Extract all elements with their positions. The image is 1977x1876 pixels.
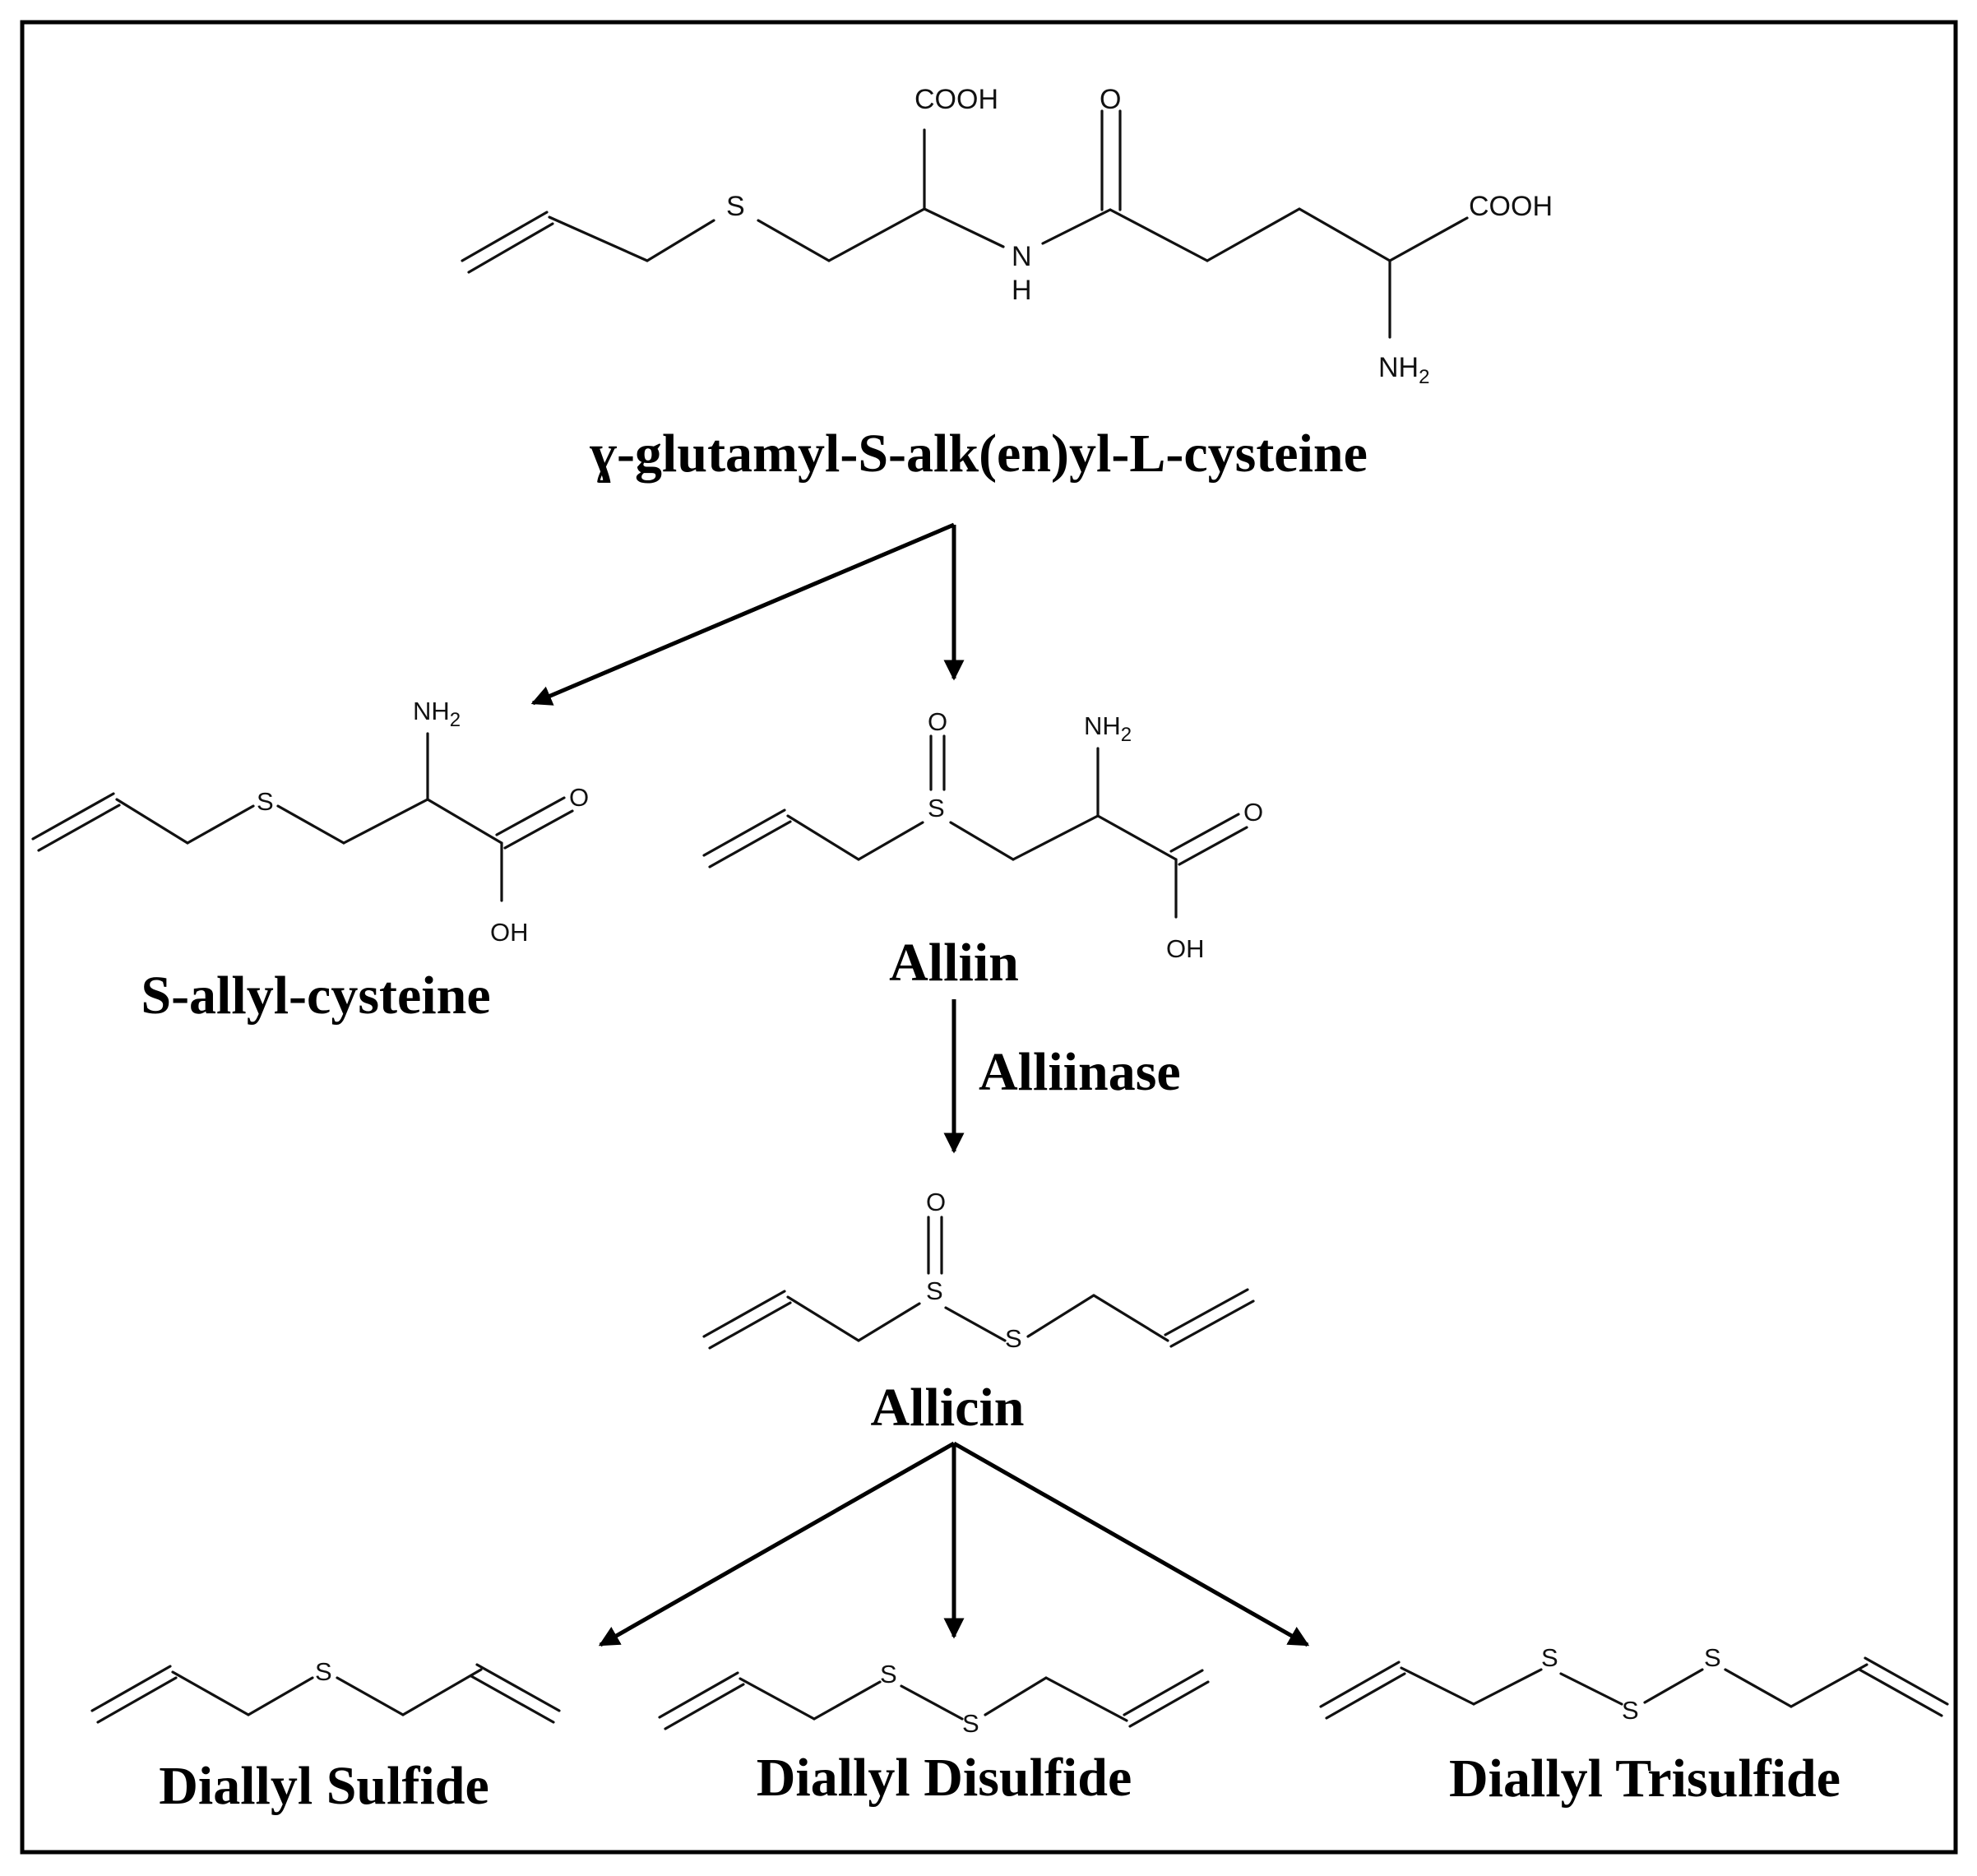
- allicin-structure: O S S: [702, 1188, 1255, 1353]
- s-allyl-cysteine-bonds: [31, 732, 574, 902]
- amine-label: NH2: [413, 697, 461, 731]
- arrow-to-s-allyl-cysteine: [530, 522, 955, 706]
- hydroxyl-label: OH: [490, 918, 529, 947]
- oxygen-label: O: [569, 783, 589, 812]
- alliin-bonds: [702, 734, 1248, 919]
- sulfur-label: S: [926, 1276, 943, 1305]
- s-allyl-cysteine-name: S-allyl-cysteine: [141, 966, 490, 1026]
- gamma-glutamyl-bonds: [461, 109, 1469, 339]
- diallyl-sulfide-name: Diallyl Sulfide: [159, 1756, 489, 1816]
- alliin-name: Alliin: [889, 933, 1019, 993]
- hydrogen-label: H: [1012, 275, 1032, 306]
- alliin-structure: O S NH2 O OH: [702, 707, 1263, 963]
- diallyl-disulfide-bonds: [658, 1669, 1210, 1730]
- cooh-label: COOH: [914, 84, 998, 115]
- s-allyl-cysteine-structure: NH2 S O OH: [31, 697, 589, 947]
- diallyl-sulfide-structure: S: [90, 1657, 561, 1724]
- oxygen-label: O: [1243, 798, 1263, 827]
- sulfur-label: S: [1005, 1324, 1022, 1353]
- sulfur-label: S: [928, 794, 945, 822]
- allicin-name: Allicin: [870, 1378, 1024, 1438]
- diallyl-sulfide-bonds: [90, 1663, 561, 1724]
- nitrogen-label: N: [1012, 241, 1032, 272]
- gamma-glutamyl-structure: COOH O S N H COOH NH2: [461, 84, 1553, 388]
- diallyl-disulfide-structure: S S: [658, 1660, 1210, 1738]
- allicin-bonds: [702, 1216, 1255, 1350]
- arrow-to-diallyl-sulfide: [598, 1441, 956, 1647]
- enzyme-alliinase-label: Alliinase: [979, 1042, 1181, 1102]
- diallyl-trisulfide-name: Diallyl Trisulfide: [1449, 1749, 1840, 1809]
- sulfur-label: S: [880, 1660, 897, 1688]
- sulfur-label: S: [1541, 1643, 1558, 1672]
- oxygen-label: O: [1100, 84, 1121, 115]
- sulfur-label: S: [726, 191, 745, 222]
- sulfur-label: S: [1622, 1696, 1639, 1725]
- sulfur-label: S: [962, 1709, 979, 1738]
- sulfur-label: S: [1704, 1643, 1721, 1672]
- amine-label: NH2: [1084, 711, 1132, 746]
- cooh-label: COOH: [1469, 191, 1553, 222]
- diallyl-disulfide-name: Diallyl Disulfide: [757, 1748, 1132, 1808]
- oxygen-label: O: [926, 1188, 946, 1216]
- figure-frame: [20, 20, 1958, 1855]
- gamma-glutamyl-name: ɣ-glutamyl-S-alk(en)yl-L-cysteine: [590, 424, 1368, 484]
- amine-label: NH2: [1378, 352, 1429, 388]
- diallyl-trisulfide-structure: S S S: [1319, 1643, 1949, 1725]
- oxygen-label: O: [928, 707, 947, 736]
- arrow-to-diallyl-trisulfide: [952, 1441, 1310, 1647]
- hydroxyl-label: OH: [1166, 934, 1205, 963]
- sulfur-label: S: [315, 1657, 332, 1686]
- sulfur-label: S: [257, 787, 274, 816]
- diallyl-trisulfide-bonds: [1319, 1656, 1949, 1720]
